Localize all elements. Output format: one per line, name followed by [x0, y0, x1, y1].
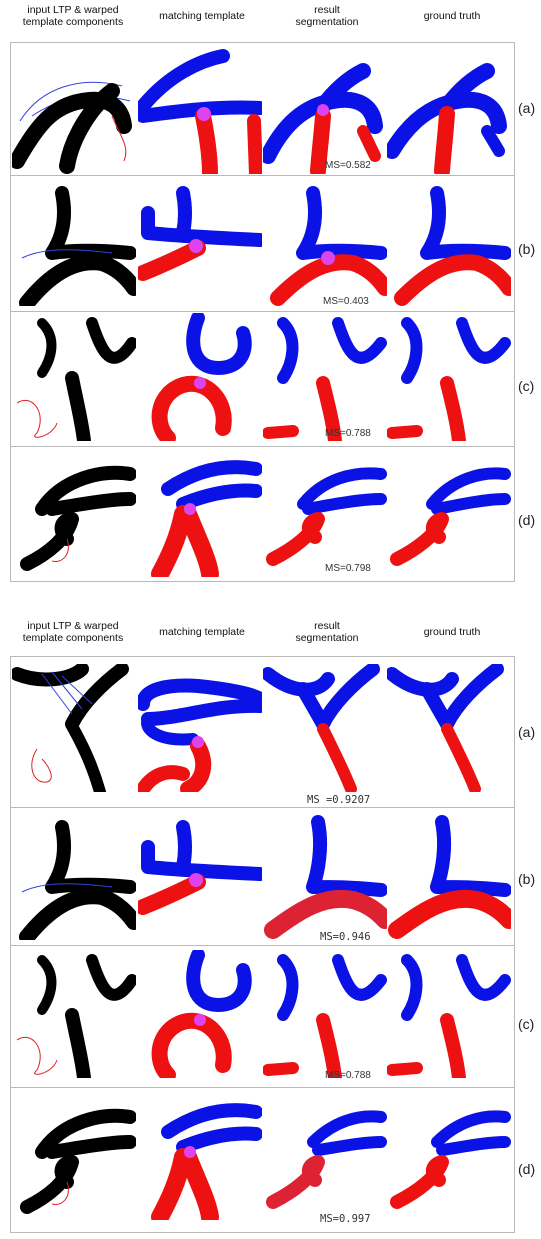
- row-label: (c): [518, 378, 535, 394]
- row-divider: [11, 446, 514, 447]
- matching-template-image: [138, 812, 262, 940]
- input-ltp-image: [12, 46, 136, 174]
- result-segmentation-image: [263, 664, 387, 792]
- ms-score: MS=0.997: [320, 1213, 371, 1225]
- input-ltp-image: [12, 664, 136, 792]
- row-label: (c): [518, 1016, 535, 1032]
- result-segmentation-image: [263, 178, 387, 306]
- matching-template-image: [138, 178, 262, 306]
- ms-score: MS=0.798: [325, 563, 371, 574]
- row-divider: [11, 807, 514, 808]
- row-label: (b): [518, 241, 536, 257]
- input-ltp-image: [12, 178, 136, 306]
- ground-truth-image: [387, 313, 511, 441]
- input-ltp-image: [12, 950, 136, 1078]
- row-label: (b): [518, 871, 536, 887]
- row-label: (a): [518, 100, 536, 116]
- results-grid: [10, 656, 515, 1233]
- ground-truth-image: [387, 812, 511, 940]
- result-segmentation-image: [263, 313, 387, 441]
- row-divider: [11, 1087, 514, 1088]
- ground-truth-image: [387, 46, 511, 174]
- ms-score: MS=0.788: [325, 1070, 371, 1081]
- ms-score: MS=0.582: [325, 160, 371, 171]
- input-ltp-image: [12, 449, 136, 577]
- ms-score: MS =0.9207: [307, 794, 371, 806]
- result-segmentation-image: [263, 46, 387, 174]
- header-ground-truth: ground truth: [423, 10, 481, 22]
- ground-truth-image: [387, 664, 511, 792]
- input-ltp-image: [12, 812, 136, 940]
- matching-template-image: [138, 313, 262, 441]
- matching-template-image: [138, 449, 262, 577]
- ms-score: MS=0.788: [325, 428, 371, 439]
- row-divider: [11, 311, 514, 312]
- ground-truth-image: [387, 449, 511, 577]
- row-divider: [11, 175, 514, 176]
- result-segmentation-image: [263, 812, 387, 940]
- ground-truth-image: [387, 1092, 511, 1220]
- row-divider: [11, 945, 514, 946]
- result-segmentation-image: [263, 950, 387, 1078]
- matching-template-image: [138, 46, 262, 174]
- row-label: (a): [518, 724, 536, 740]
- input-ltp-image: [12, 1092, 136, 1220]
- header-template: matching template: [159, 10, 245, 22]
- results-grid: [10, 42, 515, 582]
- row-label: (d): [518, 512, 536, 528]
- row-label: (d): [518, 1161, 536, 1177]
- ground-truth-image: [387, 178, 511, 306]
- matching-template-image: [138, 1092, 262, 1220]
- result-segmentation-image: [263, 449, 387, 577]
- matching-template-image: [138, 950, 262, 1078]
- header-ground-truth: ground truth: [423, 626, 481, 638]
- input-ltp-image: [12, 313, 136, 441]
- header-template: matching template: [159, 626, 245, 638]
- ms-score: MS=0.403: [323, 296, 369, 307]
- matching-template-image: [138, 664, 262, 792]
- result-segmentation-image: [263, 1092, 387, 1220]
- ground-truth-image: [387, 950, 511, 1078]
- ms-score: MS=0.946: [320, 931, 371, 943]
